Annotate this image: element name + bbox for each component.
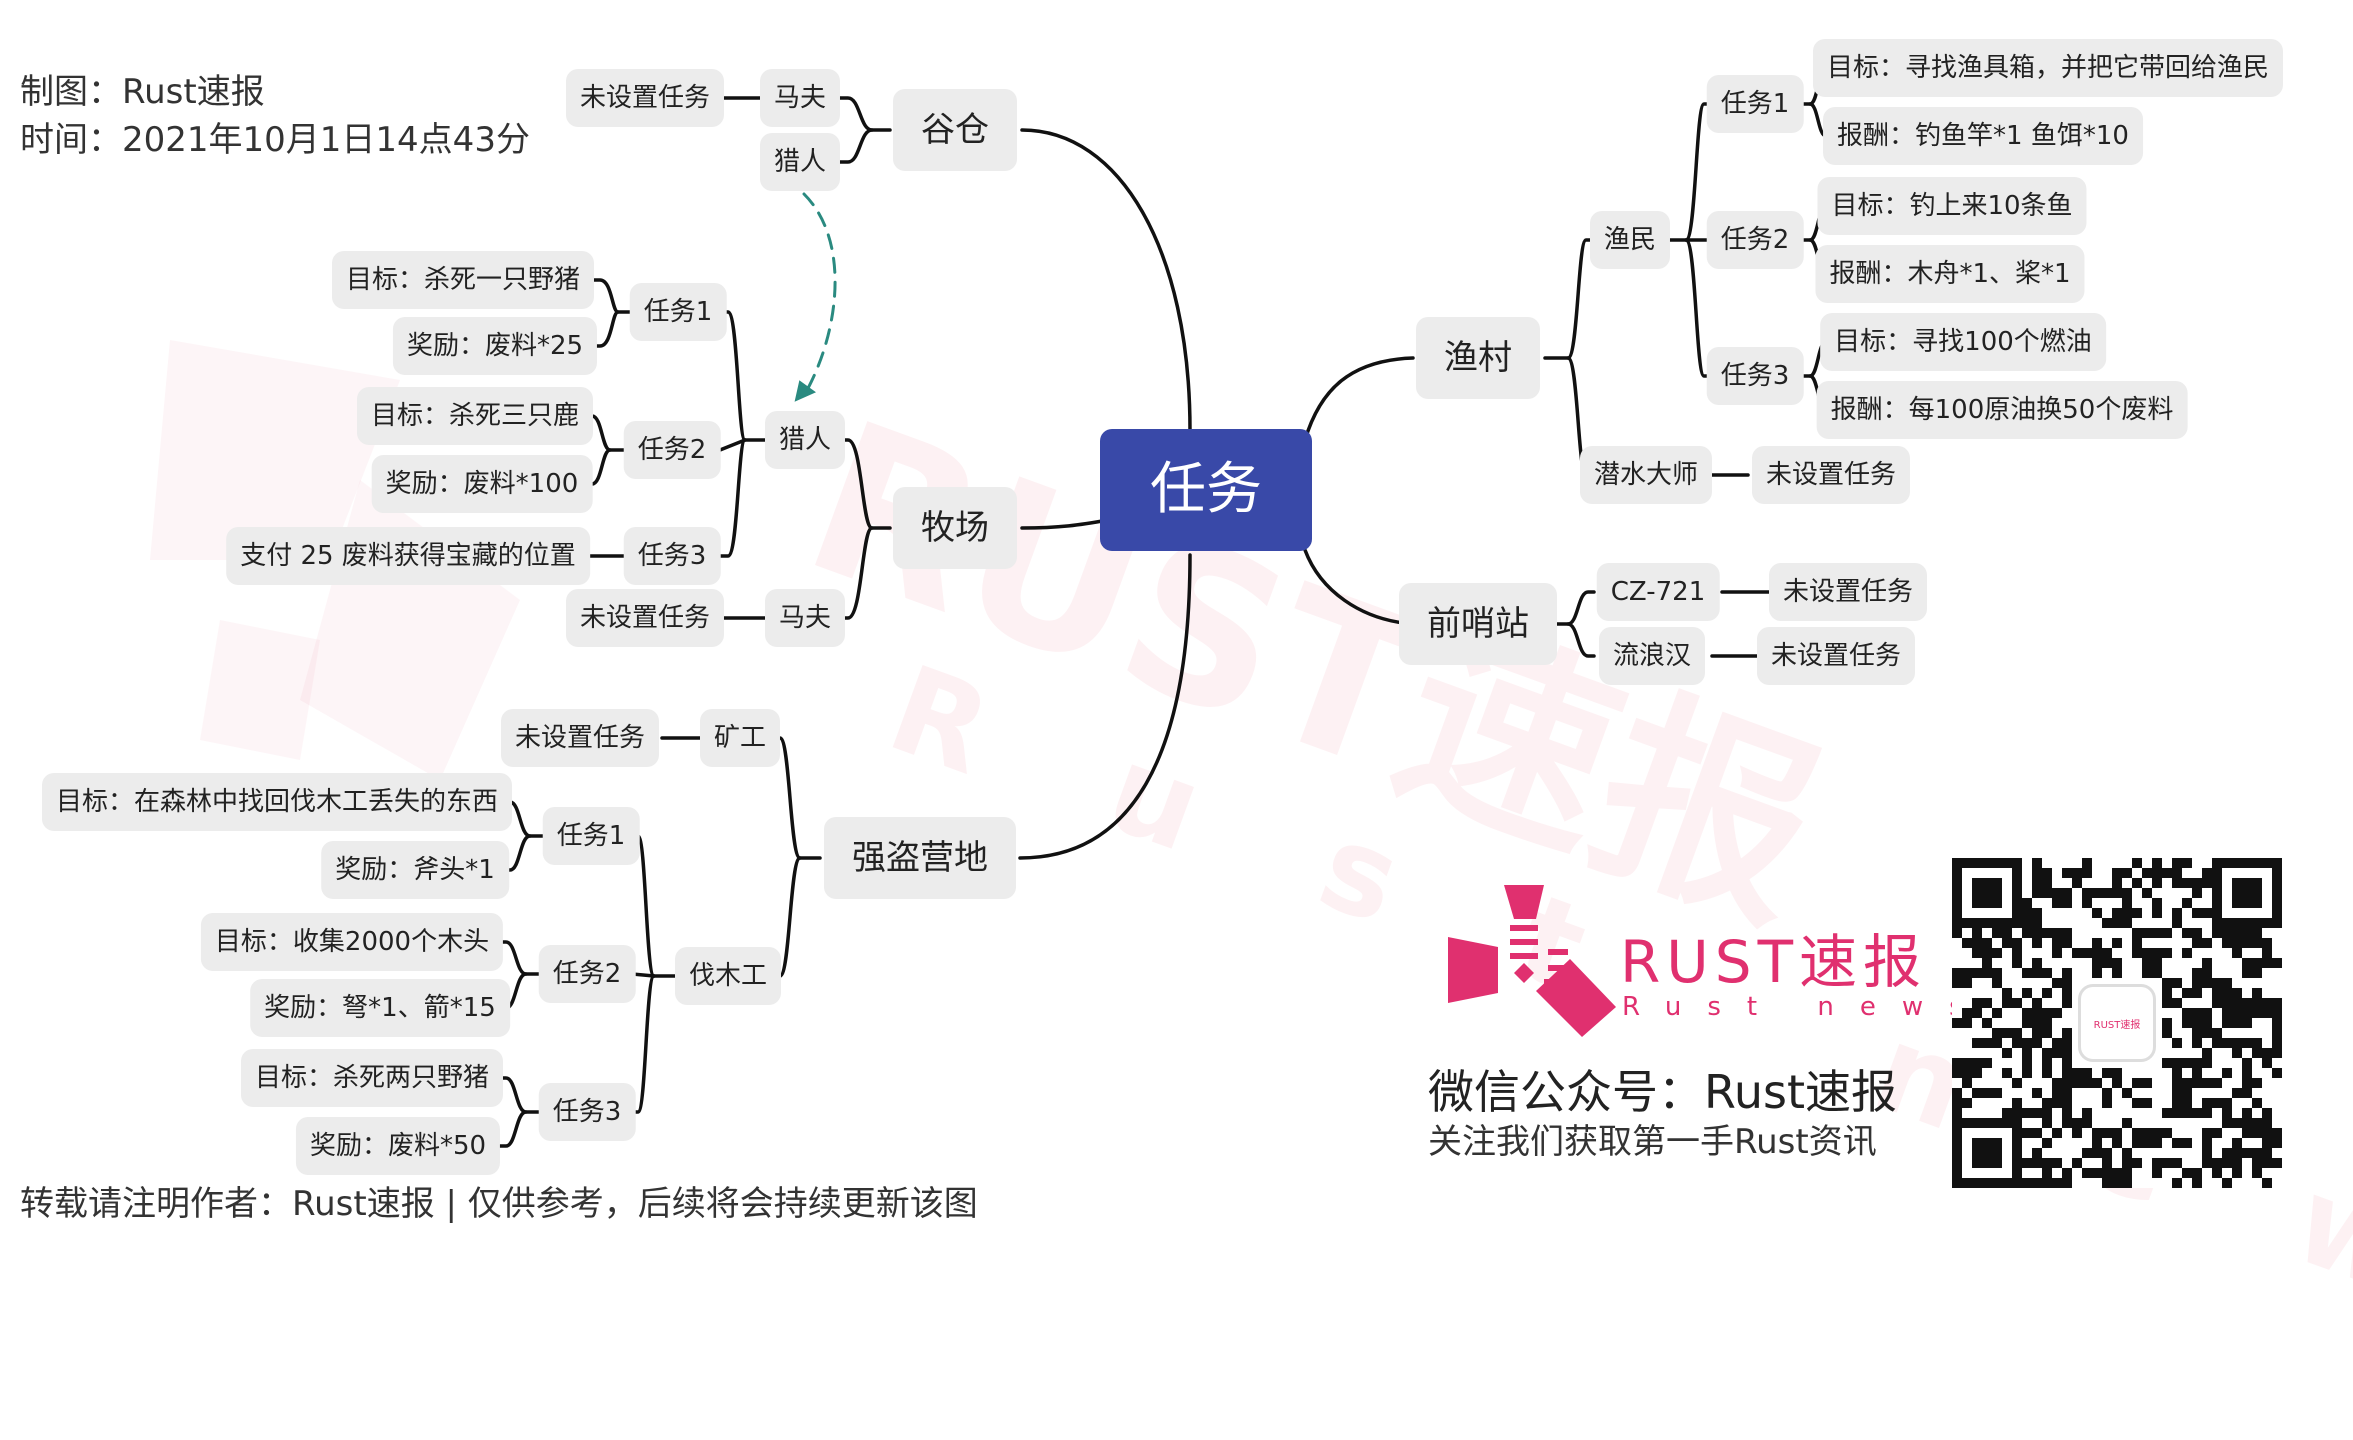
fishing-fisherman-task3-goal: 目标：寻找100个燃油 [1820, 313, 2106, 371]
brand-title: RUST速报 [1620, 928, 1927, 996]
branch-bandit-camp[interactable]: 强盗营地 [824, 817, 1016, 899]
bandit-miner-node[interactable]: 矿工 [699, 709, 781, 767]
bandit-lumberjack-task1-goal: 目标：在森林中找回伐木工丢失的东西 [41, 773, 513, 831]
fishing-fisherman-task2[interactable]: 任务2 [1706, 211, 1804, 269]
ranch-hunter-task2-reward: 奖励：废料*100 [371, 455, 593, 513]
fishing-fisherman-node[interactable]: 渔民 [1589, 211, 1671, 269]
fishing-fisherman-task3-reward: 报酬：每100原油换50个废料 [1816, 381, 2188, 439]
fishing-diver-node[interactable]: 潜水大师 [1579, 446, 1713, 504]
branch-barn[interactable]: 谷仓 [893, 89, 1017, 171]
qr-center-badge: RUST速报 [2081, 987, 2153, 1059]
author-line: 制图：Rust速报 [20, 72, 265, 112]
fishing-diver-task[interactable]: 未设置任务 [1751, 446, 1911, 504]
footer-note: 转载请注明作者：Rust速报 | 仅供参考，后续将会持续更新该图 [20, 1184, 978, 1224]
branch-fishing-village[interactable]: 渔村 [1416, 317, 1540, 399]
fishing-fisherman-task1[interactable]: 任务1 [1706, 75, 1804, 133]
ranch-horseman-node[interactable]: 马夫 [764, 589, 846, 647]
ranch-hunter-task2-goal: 目标：杀死三只鹿 [356, 387, 594, 445]
bandit-lumberjack-task3-reward: 奖励：废料*50 [295, 1117, 501, 1175]
ranch-hunter-task1-goal: 目标：杀死一只野猪 [331, 251, 595, 309]
qr-badge-text: RUST速报 [2093, 1019, 2141, 1031]
ranch-horseman-task[interactable]: 未设置任务 [565, 589, 725, 647]
ranch-hunter-node[interactable]: 猎人 [764, 411, 846, 469]
branch-outpost[interactable]: 前哨站 [1399, 583, 1557, 665]
fishing-fisherman-task3[interactable]: 任务3 [1706, 347, 1804, 405]
bandit-lumberjack-node[interactable]: 伐木工 [674, 947, 782, 1005]
fishing-fisherman-task1-goal: 目标：寻找渔具箱，并把它带回给渔民 [1812, 39, 2284, 97]
bandit-lumberjack-task3-goal: 目标：杀死两只野猪 [240, 1049, 504, 1107]
barn-hunter-node[interactable]: 猎人 [759, 133, 841, 191]
branch-ranch[interactable]: 牧场 [893, 487, 1017, 569]
bandit-miner-task[interactable]: 未设置任务 [500, 709, 660, 767]
bandit-lumberjack-task1[interactable]: 任务1 [542, 807, 640, 865]
bandit-lumberjack-task2[interactable]: 任务2 [538, 945, 636, 1003]
qr-code-image [1952, 858, 2282, 1188]
outpost-cz721-node[interactable]: CZ-721 [1596, 563, 1720, 621]
wechat-account-line: 微信公众号：Rust速报 [1428, 1065, 1898, 1119]
ranch-hunter-task3[interactable]: 任务3 [623, 527, 721, 585]
bandit-lumberjack-task3[interactable]: 任务3 [538, 1083, 636, 1141]
ranch-hunter-task1-reward: 奖励：废料*25 [392, 317, 598, 375]
ranch-hunter-task3-detail: 支付 25 废料获得宝藏的位置 [226, 527, 590, 585]
ranch-hunter-task2[interactable]: 任务2 [623, 421, 721, 479]
mind-map-canvas: RUST速报 Rust news [20, 39, 2353, 1440]
qr-code[interactable]: RUST速报 [1952, 858, 2282, 1188]
bandit-lumberjack-task2-goal: 目标：收集2000个木头 [200, 913, 504, 971]
fishing-fisherman-task2-reward: 报酬：木舟*1、桨*1 [1815, 245, 2085, 303]
outpost-cz721-task[interactable]: 未设置任务 [1768, 563, 1928, 621]
fishing-fisherman-task1-reward: 报酬：钓鱼竿*1 鱼饵*10 [1823, 107, 2143, 165]
fishing-fisherman-task2-goal: 目标：钓上来10条鱼 [1817, 177, 2087, 235]
outpost-wanderer-node[interactable]: 流浪汉 [1598, 627, 1706, 685]
barn-horseman-node[interactable]: 马夫 [759, 69, 841, 127]
time-line: 时间：2021年10月1日14点43分 [20, 120, 530, 160]
ranch-hunter-task1[interactable]: 任务1 [629, 283, 727, 341]
brand-subtitle: Rust news [1622, 992, 1989, 1022]
follow-line: 关注我们获取第一手Rust资讯 [1428, 1122, 1877, 1162]
barn-horseman-task[interactable]: 未设置任务 [565, 69, 725, 127]
outpost-wanderer-task[interactable]: 未设置任务 [1756, 627, 1916, 685]
bandit-lumberjack-task2-reward: 奖励：弩*1、箭*15 [250, 979, 510, 1037]
brand-logo-icon [1448, 885, 1616, 1037]
connector-lines [496, 66, 1834, 1148]
root-node[interactable]: 任务 [1100, 429, 1312, 551]
bandit-lumberjack-task1-reward: 奖励：斧头*1 [321, 841, 509, 899]
